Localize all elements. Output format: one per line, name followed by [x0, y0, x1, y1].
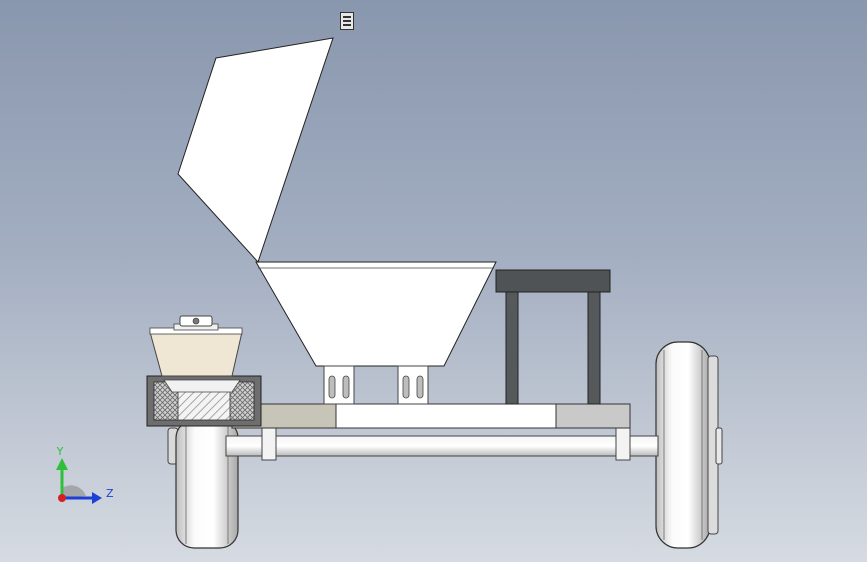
hopper[interactable]: [255, 261, 497, 367]
hopper-lid[interactable]: [177, 37, 334, 263]
seat-frame[interactable]: [495, 269, 611, 405]
axle-shaft[interactable]: [225, 425, 659, 461]
menu-handle-icon: [340, 12, 354, 30]
reference-triad: Y Z: [56, 445, 114, 504]
triad-y-arrow: [56, 458, 68, 470]
bearing-housing-section[interactable]: [146, 375, 262, 427]
motor-cup[interactable]: [149, 315, 243, 377]
triad-x-origin: [58, 494, 66, 502]
menu-handle[interactable]: [340, 12, 354, 30]
hopper-support-right[interactable]: [397, 365, 429, 405]
hopper-support-left[interactable]: [323, 365, 355, 405]
triad-z-label: Z: [106, 487, 114, 500]
base-platform[interactable]: [231, 403, 631, 429]
triad-y-label: Y: [56, 445, 64, 458]
right-wheel[interactable]: [655, 341, 723, 549]
triad-z-arrow: [92, 492, 102, 504]
